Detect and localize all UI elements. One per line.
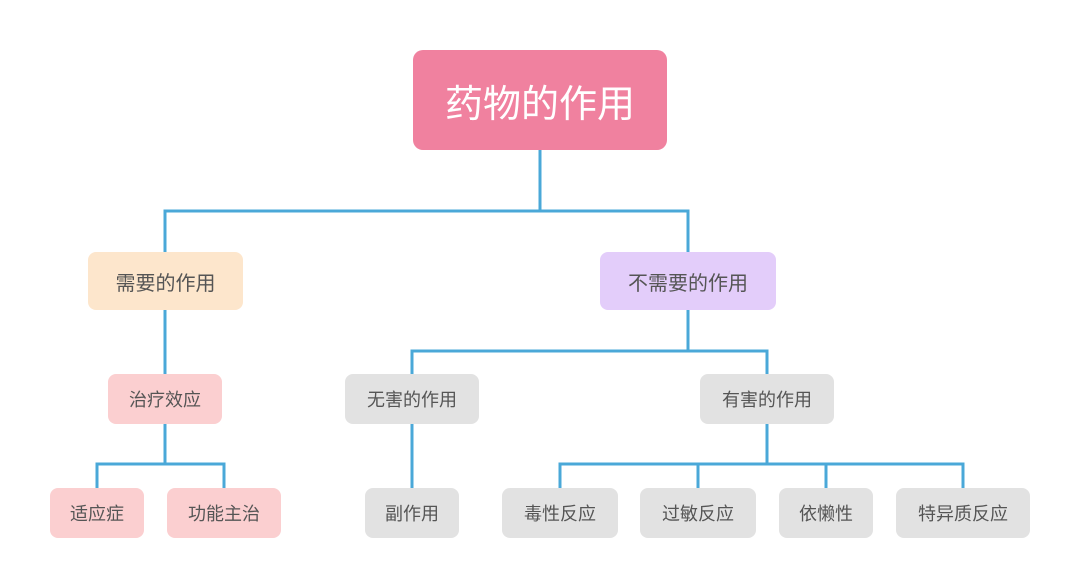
root-node-label: 药物的作用 — [444, 81, 635, 126]
node-therapeutic-effect: 治疗效应 — [108, 374, 222, 424]
connector-unneeded-branch — [410, 308, 965, 490]
node-harmful-effects: 有害的作用 — [700, 374, 834, 424]
leaf-allergic-reaction-label: 过敏反应 — [662, 504, 734, 525]
node-harmless-effects-label: 无害的作用 — [367, 390, 457, 411]
connector-needed-branch — [95, 308, 226, 490]
connector-harmful-to-leaves — [558, 422, 965, 490]
node-therapeutic-effect-label: 治疗效应 — [129, 390, 201, 411]
leaf-idiosyncratic-reaction: 特异质反应 — [896, 488, 1030, 538]
leaf-allergic-reaction: 过敏反应 — [640, 488, 756, 538]
leaf-indication: 适应症 — [50, 488, 144, 538]
node-needed-effects: 需要的作用 — [88, 252, 243, 310]
leaf-function-indication-label: 功能主治 — [188, 504, 260, 525]
connector-root-to-level1 — [163, 148, 690, 254]
leaf-toxic-reaction: 毒性反应 — [502, 488, 618, 538]
connector-root-level — [163, 148, 690, 254]
leaf-dependence: 依懒性 — [779, 488, 873, 538]
leaf-side-effect: 副作用 — [365, 488, 459, 538]
leaf-function-indication: 功能主治 — [167, 488, 281, 538]
node-harmful-effects-label: 有害的作用 — [722, 390, 812, 411]
leaf-idiosyncratic-reaction-label: 特异质反应 — [918, 504, 1008, 525]
node-unneeded-effects: 不需要的作用 — [600, 252, 776, 310]
node-unneeded-effects-label: 不需要的作用 — [628, 270, 748, 295]
root-node-drug-effects: 药物的作用 — [413, 50, 667, 150]
leaf-toxic-reaction-label: 毒性反应 — [524, 504, 596, 525]
leaf-dependence-label: 依懒性 — [799, 504, 853, 525]
connector-therapy-to-leaves — [95, 422, 226, 490]
connector-unneeded-to-level2 — [410, 308, 769, 376]
leaf-side-effect-label: 副作用 — [385, 504, 439, 525]
node-harmless-effects: 无害的作用 — [345, 374, 479, 424]
leaf-indication-label: 适应症 — [70, 504, 124, 525]
node-needed-effects-label: 需要的作用 — [115, 270, 216, 295]
